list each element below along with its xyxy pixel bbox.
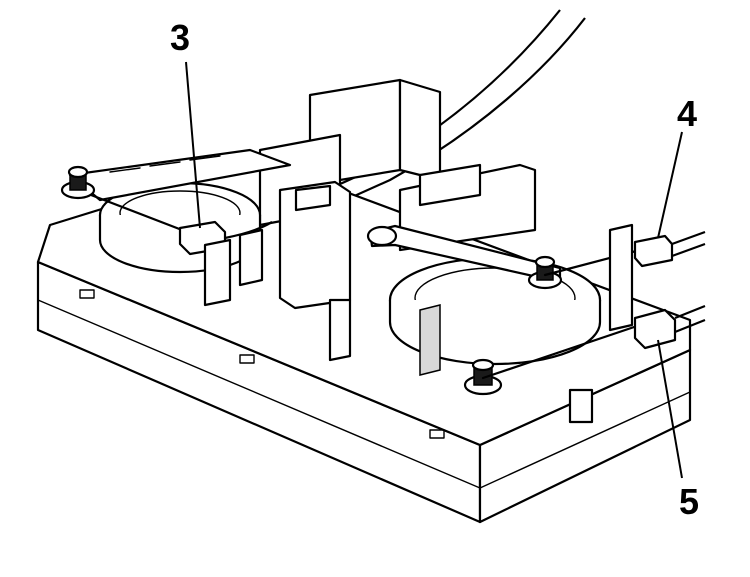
leader-5 [657, 339, 683, 479]
clamp-four [633, 234, 674, 268]
leader-4 [657, 131, 683, 239]
clamp-five [633, 308, 677, 350]
callout-5: 5 [679, 481, 700, 522]
leader-3 [185, 61, 201, 229]
callout-3: 3 [170, 17, 191, 58]
right-bracket [608, 223, 634, 332]
callout-4: 4 [677, 93, 698, 134]
